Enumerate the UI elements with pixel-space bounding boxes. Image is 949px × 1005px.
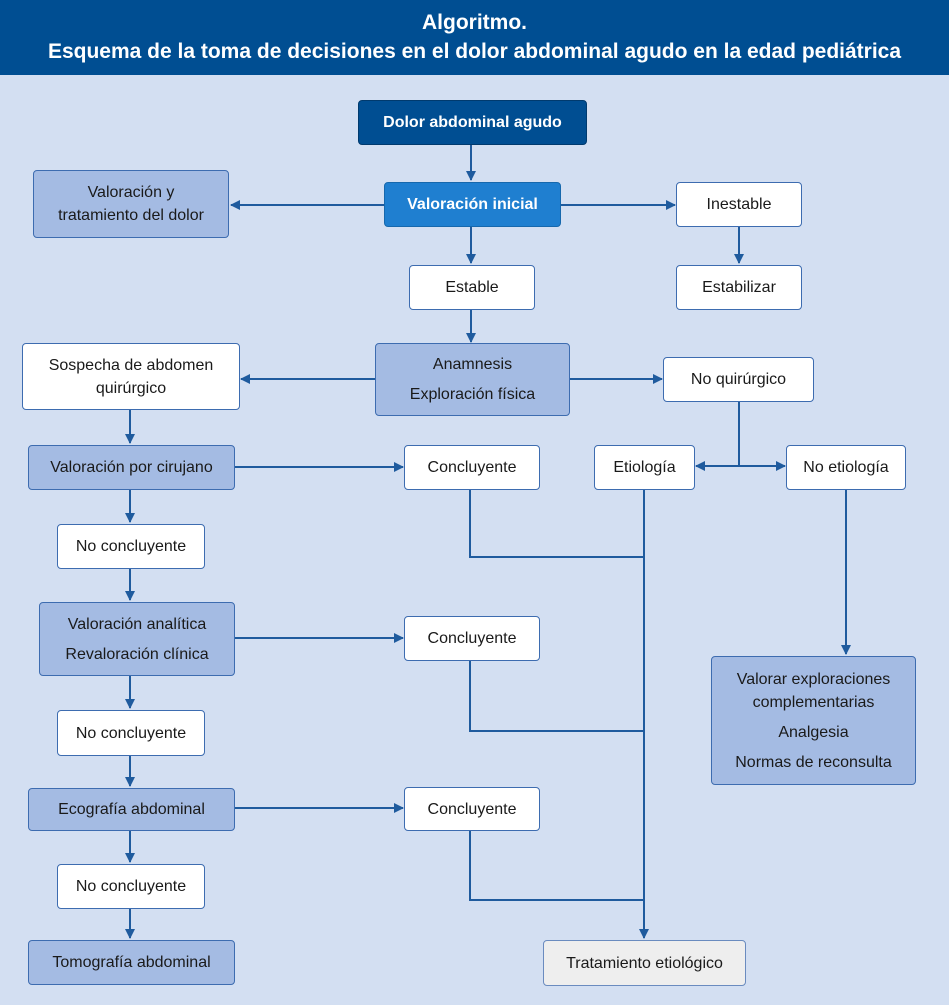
node-valoracion-cirujano: Valoración por cirujano [28, 445, 235, 490]
node-estabilizar: Estabilizar [676, 265, 802, 310]
node-estable: Estable [409, 265, 535, 310]
node-etiologia: Etiología [594, 445, 695, 490]
node-no-quirurgico: No quirúrgico [663, 357, 814, 402]
node-no-concluyente-2: No concluyente [57, 710, 205, 756]
node-no-concluyente-3: No concluyente [57, 864, 205, 909]
node-no-concluyente-1: No concluyente [57, 524, 205, 569]
diagram-header: Algoritmo. Esquema de la toma de decisio… [0, 0, 949, 75]
line-concluyente3-join [469, 831, 644, 901]
node-concluyente-2: Concluyente [404, 616, 540, 661]
node-valoracion-inicial: Valoración inicial [384, 182, 561, 227]
line-concluyente1-join [469, 490, 644, 558]
line-concluyente2-join [469, 661, 644, 732]
node-dolor-abdominal-agudo: Dolor abdominal agudo [358, 100, 587, 145]
node-valorar-exploraciones: Valorar exploraciones complementarias An… [711, 656, 916, 785]
node-anamnesis-exploracion: Anamnesis Exploración física [375, 343, 570, 416]
node-sospecha-abdomen-quirurgico: Sospecha de abdomen quirúrgico [22, 343, 240, 410]
node-ecografia-abdominal: Ecografía abdominal [28, 788, 235, 831]
node-concluyente-3: Concluyente [404, 787, 540, 831]
node-valoracion-analitica: Valoración analítica Revaloración clínic… [39, 602, 235, 676]
header-title: Algoritmo. [422, 11, 527, 34]
node-tomografia-abdominal: Tomografía abdominal [28, 940, 235, 985]
node-tratamiento-etiologico: Tratamiento etiológico [543, 940, 746, 986]
header-subtitle: Esquema de la toma de decisiones en el d… [47, 40, 902, 63]
node-no-etiologia: No etiología [786, 445, 906, 490]
node-concluyente-1: Concluyente [404, 445, 540, 490]
node-inestable: Inestable [676, 182, 802, 227]
node-valoracion-tratamiento-dolor: Valoración y tratamiento del dolor [33, 170, 229, 238]
